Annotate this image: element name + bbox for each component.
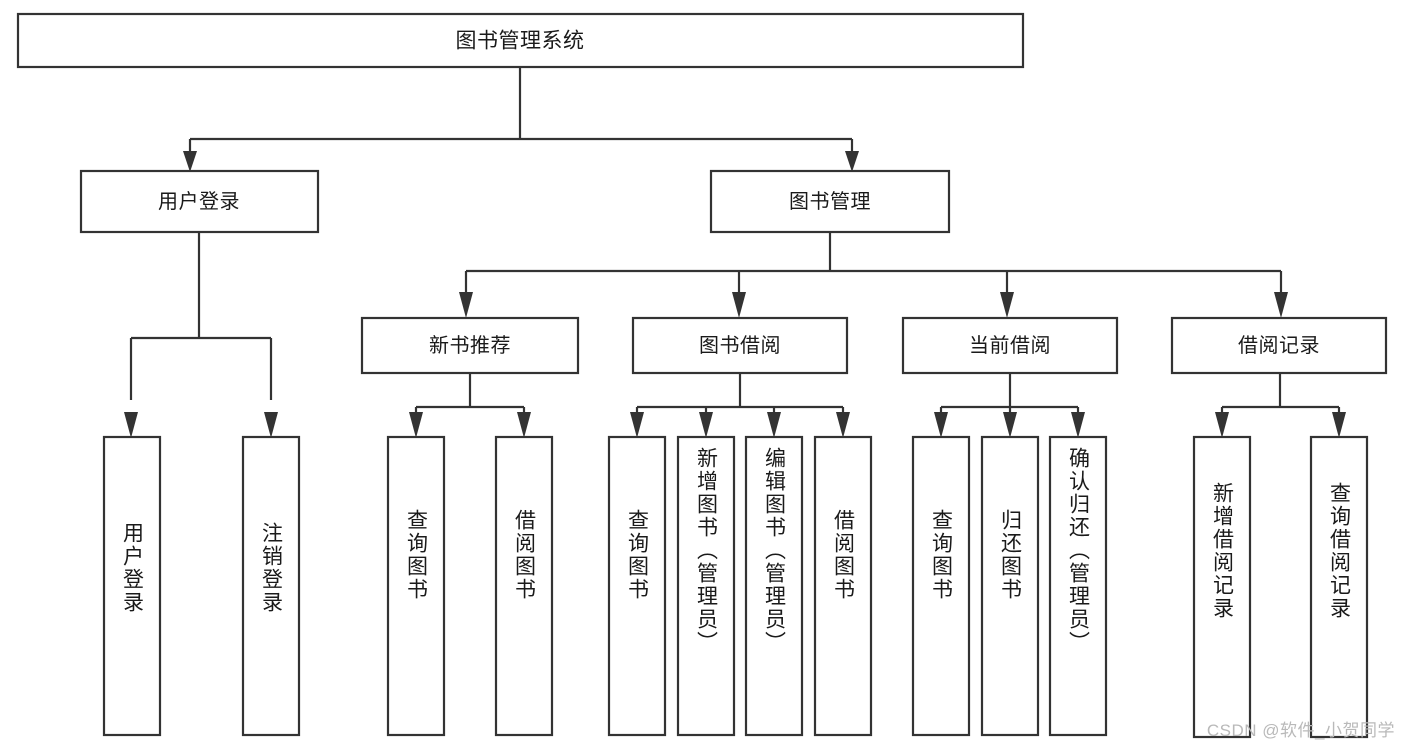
connector-current-to-leaves [934, 373, 1085, 438]
leaf-add-borrow-record[interactable] [1192, 435, 1252, 739]
node-borrow-record[interactable]: 借阅记录 [1170, 316, 1388, 375]
node-current-borrow[interactable]: 当前借阅 [901, 316, 1119, 375]
leaf-query-book-current[interactable] [911, 435, 971, 737]
connector-userlogin-to-leaves [124, 232, 278, 438]
leaf-add-book-admin[interactable] [676, 435, 736, 737]
node-user-login-label: 用户登录 [158, 190, 240, 213]
connector-record-to-leaves [1215, 373, 1346, 438]
connector-newbook-to-leaves [409, 373, 531, 438]
connector-root-to-level2 [183, 67, 859, 172]
node-user-login[interactable]: 用户登录 [79, 169, 320, 234]
leaf-query-book-borrow[interactable] [607, 435, 667, 737]
leaf-borrow-book-recommend[interactable] [494, 435, 554, 737]
leaf-query-book-recommend[interactable] [386, 435, 446, 737]
node-new-book-recommend[interactable]: 新书推荐 [360, 316, 580, 375]
node-book-borrow[interactable]: 图书借阅 [631, 316, 849, 375]
node-new-book-recommend-label: 新书推荐 [429, 334, 511, 357]
leaf-logout[interactable] [241, 435, 301, 737]
leaf-query-borrow-record[interactable] [1309, 435, 1369, 739]
connector-borrow-to-leaves [630, 373, 850, 438]
node-current-borrow-label: 当前借阅 [969, 334, 1051, 357]
node-root[interactable]: 图书管理系统 [16, 12, 1025, 69]
leaf-edit-book-admin[interactable] [744, 435, 804, 737]
node-root-label: 图书管理系统 [456, 30, 585, 53]
connector-bookmgmt-to-level3 [459, 232, 1288, 318]
leaf-borrow-book[interactable] [813, 435, 873, 737]
leaf-user-login[interactable] [102, 435, 162, 737]
node-borrow-record-label: 借阅记录 [1238, 334, 1320, 357]
leaf-return-book[interactable] [980, 435, 1040, 737]
node-book-borrow-label: 图书借阅 [699, 334, 781, 357]
node-book-management-label: 图书管理 [789, 190, 871, 213]
node-book-management[interactable]: 图书管理 [709, 169, 951, 234]
leaf-confirm-return-admin[interactable] [1048, 435, 1108, 737]
